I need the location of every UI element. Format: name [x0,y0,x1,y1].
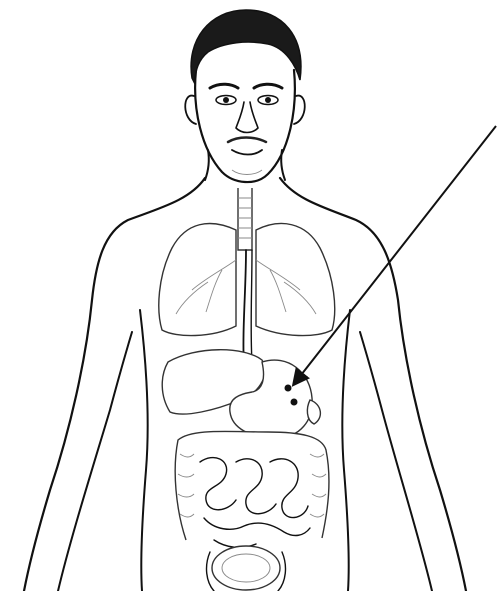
head [185,10,305,182]
left-eyebrow [210,84,238,88]
spleen [307,400,320,424]
stomach-marker-upper [285,385,292,392]
right-eyebrow [254,84,282,88]
stomach-marker-lower [291,399,298,406]
moustache [228,138,266,143]
trachea [238,188,252,250]
mouth [232,150,262,155]
hair [191,10,301,82]
left-lung [159,224,236,336]
pointer-arrow [294,126,496,384]
bladder [207,546,286,591]
nose [236,102,258,133]
right-lung [256,224,335,336]
